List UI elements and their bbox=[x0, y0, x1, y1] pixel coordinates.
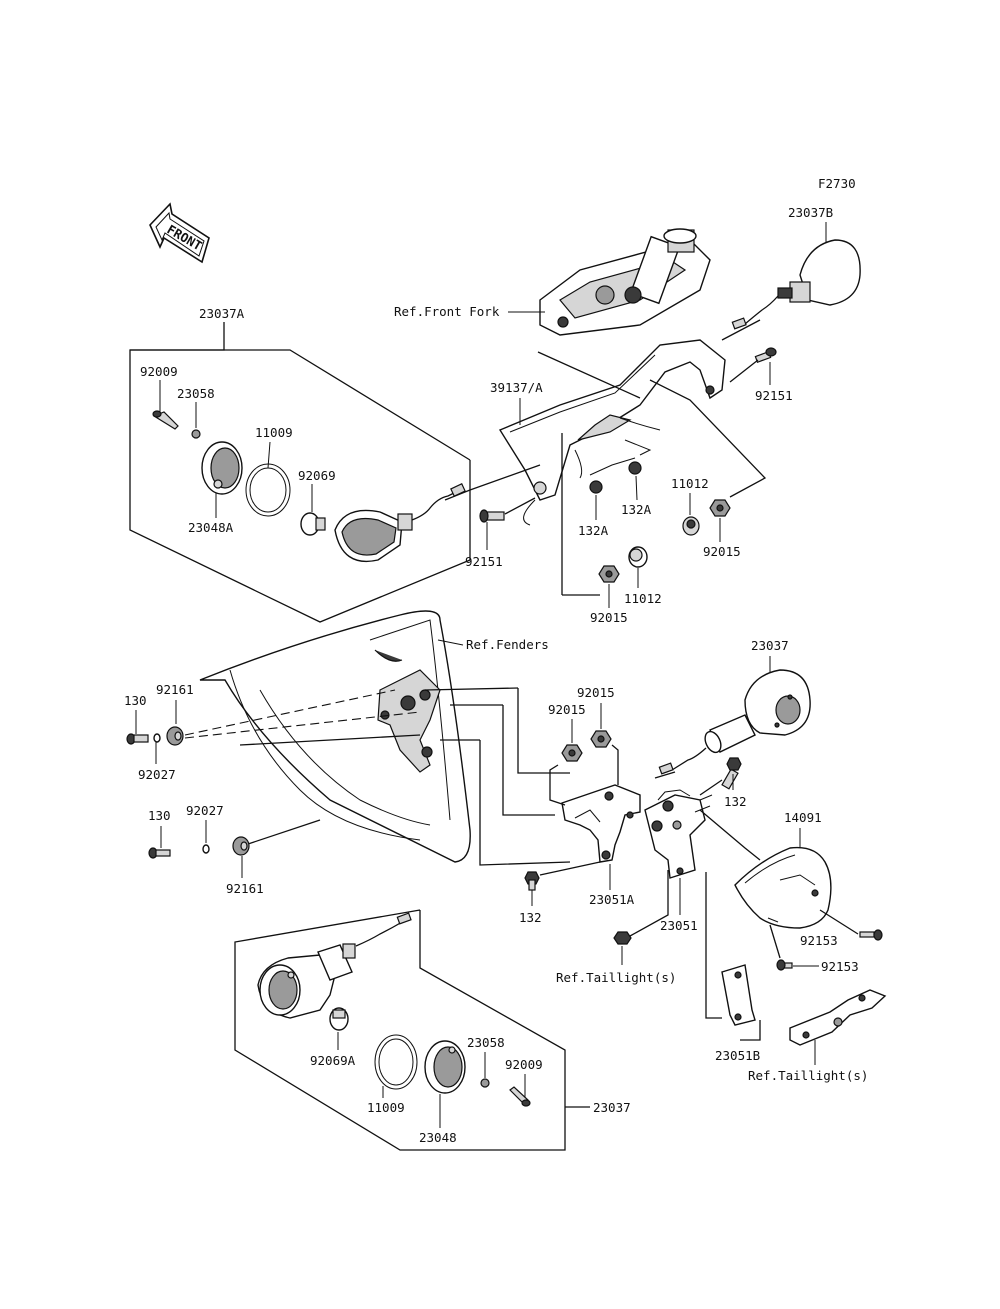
front-fender bbox=[199, 610, 471, 863]
bolt-132-a bbox=[721, 757, 742, 790]
callout-23037-mid: 23037 bbox=[751, 638, 789, 653]
gasket-11009-top bbox=[245, 463, 291, 517]
nut-taillight-ref bbox=[613, 931, 632, 945]
assembly-23037A-outline bbox=[129, 322, 471, 623]
nut-92015-c bbox=[561, 744, 583, 762]
callout-92151-left: 92151 bbox=[465, 554, 503, 569]
bolt-130-b bbox=[148, 847, 171, 859]
callout-92027-a: 92027 bbox=[138, 767, 176, 782]
bulb-92069 bbox=[300, 512, 326, 536]
callout-92015-b: 92015 bbox=[590, 610, 628, 625]
callout-11009-bottom: 11009 bbox=[367, 1100, 405, 1115]
assembly-23037-bottom-outline bbox=[234, 909, 590, 1151]
grommet-92161-b bbox=[232, 836, 250, 856]
taillight-bracket bbox=[789, 989, 887, 1046]
callout-132-a: 132 bbox=[724, 794, 747, 809]
callout-130-b: 130 bbox=[148, 808, 171, 823]
callout-92153-a: 92153 bbox=[800, 933, 838, 948]
callout-92027-b: 92027 bbox=[186, 803, 224, 818]
spacer-92027-a bbox=[153, 733, 161, 743]
callout-92015-d: 92015 bbox=[577, 685, 615, 700]
ref-taillight-b: Ref.Taillight(s) bbox=[748, 1068, 868, 1083]
nut-23058-top bbox=[191, 429, 201, 439]
figure-code: F2730 bbox=[818, 176, 856, 191]
callout-132A-b: 132A bbox=[621, 502, 652, 517]
screw-92009-top bbox=[152, 410, 179, 430]
bracket-23051 bbox=[644, 789, 713, 879]
bolt-130-a bbox=[126, 733, 149, 745]
front-arrow-icon: FRONT bbox=[149, 202, 210, 264]
nut-132A-b bbox=[628, 461, 642, 475]
callout-92009-bottom: 92009 bbox=[505, 1057, 543, 1072]
callout-23037A: 23037A bbox=[199, 306, 245, 321]
callout-39137A: 39137/A bbox=[490, 380, 543, 395]
callout-11009-top: 11009 bbox=[255, 425, 293, 440]
collar-11012-a bbox=[682, 516, 700, 536]
nut-23058-bottom bbox=[480, 1078, 490, 1088]
nut-92015-b bbox=[598, 565, 620, 583]
callout-92069A: 92069A bbox=[310, 1053, 356, 1068]
screw-92153-a bbox=[859, 929, 883, 941]
callout-14091: 14091 bbox=[784, 810, 822, 825]
bolt-132-b bbox=[524, 871, 540, 891]
callout-23048: 23048 bbox=[419, 1130, 457, 1145]
nut-132A-a bbox=[589, 480, 603, 494]
rim-23048A bbox=[201, 441, 243, 495]
callout-132-b: 132 bbox=[519, 910, 542, 925]
callout-130-a: 130 bbox=[124, 693, 147, 708]
callout-92151-right: 92151 bbox=[755, 388, 793, 403]
spacer-92027-b bbox=[202, 844, 210, 854]
turn-signal-23037B bbox=[731, 239, 861, 330]
gasket-11009-top-inner bbox=[249, 467, 287, 513]
screw-92151-left bbox=[479, 509, 505, 523]
callout-23051A: 23051A bbox=[589, 892, 635, 907]
callout-92015-c: 92015 bbox=[548, 702, 586, 717]
callout-11012-a: 11012 bbox=[671, 476, 709, 491]
rim-23048 bbox=[424, 1040, 466, 1094]
ref-fenders: Ref.Fenders bbox=[466, 637, 549, 652]
callout-23051B: 23051B bbox=[715, 1048, 760, 1063]
nut-92015-d bbox=[590, 730, 612, 748]
callout-92161-a: 92161 bbox=[156, 682, 194, 697]
cover-14091 bbox=[734, 846, 832, 929]
callout-23058-top: 23058 bbox=[177, 386, 215, 401]
turn-signal-23037A-body bbox=[334, 483, 466, 562]
bracket-39137A bbox=[498, 339, 726, 526]
collar-11012-b bbox=[628, 546, 648, 568]
callout-11012-b: 11012 bbox=[624, 591, 662, 606]
callout-132A-a: 132A bbox=[578, 523, 609, 538]
grommet-92161-a bbox=[166, 726, 184, 746]
screw-92153-b bbox=[776, 959, 793, 971]
bracket-23051A bbox=[561, 784, 641, 863]
plate-23051B bbox=[721, 964, 756, 1026]
callout-92009-top: 92009 bbox=[140, 364, 178, 379]
gasket-11009-bottom bbox=[374, 1034, 418, 1090]
callout-23048A: 23048A bbox=[188, 520, 234, 535]
screw-92009-bottom bbox=[509, 1086, 531, 1107]
callout-23058-bottom: 23058 bbox=[467, 1035, 505, 1050]
nut-92015-a bbox=[709, 499, 731, 517]
callout-23051: 23051 bbox=[660, 918, 698, 933]
screw-92151-right bbox=[754, 347, 777, 363]
callout-92153-b: 92153 bbox=[821, 959, 859, 974]
front-fork-upper bbox=[539, 228, 711, 336]
turn-signal-23037-right bbox=[658, 669, 811, 775]
callout-92069: 92069 bbox=[298, 468, 336, 483]
callout-23037B: 23037B bbox=[788, 205, 833, 220]
ref-taillight-a: Ref.Taillight(s) bbox=[556, 970, 676, 985]
turn-signal-23037-bottom bbox=[257, 912, 412, 1019]
gasket-11009-bottom-inner bbox=[378, 1038, 414, 1086]
callout-92161-b: 92161 bbox=[226, 881, 264, 896]
callout-92015-a: 92015 bbox=[703, 544, 741, 559]
ref-front-fork: Ref.Front Fork bbox=[394, 304, 500, 319]
callout-23037-bottom: 23037 bbox=[593, 1100, 631, 1115]
bulb-92069A bbox=[329, 1007, 349, 1031]
